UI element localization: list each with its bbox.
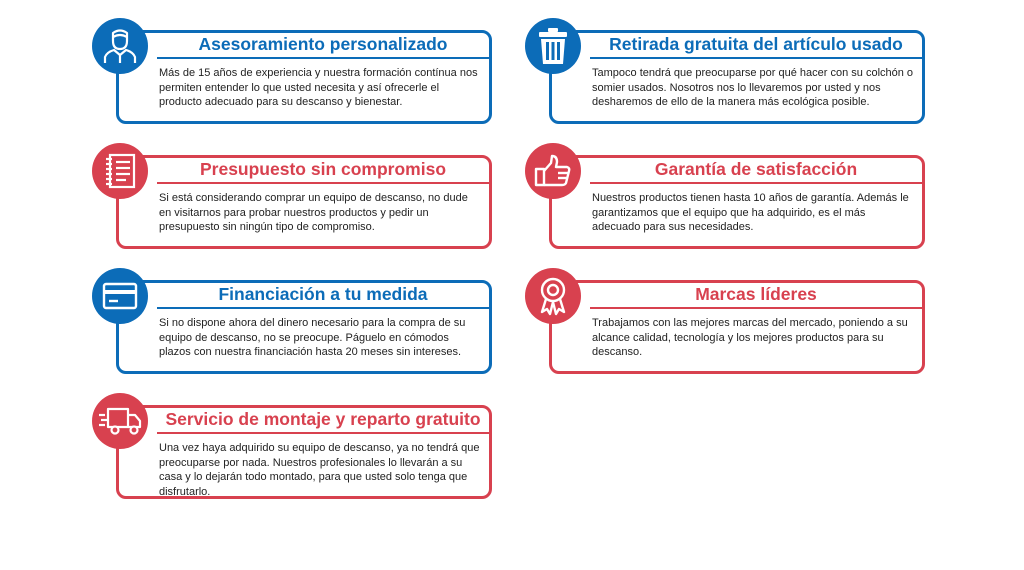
notepad-icon: [102, 152, 138, 190]
card-description: Una vez haya adquirido su equipo de desc…: [159, 442, 480, 498]
feature-card-financing: Financiación a tu medida Si no dispone a…: [92, 268, 582, 378]
card-header: Garantía de satisfacción: [590, 156, 922, 184]
card-description: Si no dispone ahora del dinero necesario…: [159, 317, 466, 358]
card-frame: [116, 155, 492, 249]
card-description: Más de 15 años de experiencia y nuestra …: [159, 67, 478, 108]
card-description: Trabajamos con las mejores marcas del me…: [592, 317, 908, 358]
advisor-person-icon: [102, 27, 138, 65]
feature-card-removal: Retirada gratuita del artículo usado Tam…: [525, 18, 1015, 128]
award-ribbon-icon: [537, 276, 569, 316]
card-header: Presupuesto sin compromiso: [157, 156, 489, 184]
card-frame: [116, 280, 492, 374]
card-title: Asesoramiento personalizado: [198, 33, 448, 54]
icon-badge: [525, 18, 581, 74]
card-header: Asesoramiento personalizado: [157, 31, 489, 59]
card-frame: [549, 155, 925, 249]
card-title: Garantía de satisfacción: [654, 158, 858, 179]
feature-card-delivery: Servicio de montaje y reparto gratuito U…: [92, 393, 582, 503]
card-title: Presupuesto sin compromiso: [199, 158, 447, 179]
trash-can-icon: [536, 27, 570, 65]
card-header: Servicio de montaje y reparto gratuito: [157, 406, 489, 434]
feature-card-quote: Presupuesto sin compromiso Si está consi…: [92, 143, 582, 253]
card-title: Retirada gratuita del artículo usado: [609, 33, 903, 54]
card-title: Financiación a tu medida: [218, 283, 428, 304]
icon-badge: [92, 268, 148, 324]
feature-card-advisory: Asesoramiento personalizado Más de 15 añ…: [92, 18, 582, 128]
credit-card-icon: [102, 282, 138, 310]
card-title: Servicio de montaje y reparto gratuito: [165, 408, 481, 429]
icon-badge: [525, 268, 581, 324]
thumbs-up-icon: [534, 154, 572, 188]
card-header: Retirada gratuita del artículo usado: [590, 31, 922, 59]
card-frame: [549, 30, 925, 124]
card-description: Nuestros productos tienen hasta 10 años …: [592, 192, 909, 233]
icon-badge: [92, 143, 148, 199]
card-frame: [549, 280, 925, 374]
feature-card-guarantee: Garantía de satisfacción Nuestros produc…: [525, 143, 1015, 253]
feature-card-brands: Marcas líderes Trabajamos con las mejore…: [525, 268, 1015, 378]
card-frame: [116, 30, 492, 124]
card-header: Financiación a tu medida: [157, 281, 489, 309]
delivery-truck-icon: [98, 406, 142, 436]
icon-badge: [92, 393, 148, 449]
card-frame: [116, 405, 492, 499]
card-description: Tampoco tendrá que preocuparse por qué h…: [592, 67, 914, 108]
card-header: Marcas líderes: [590, 281, 922, 309]
card-description: Si está considerando comprar un equipo d…: [159, 192, 468, 233]
icon-badge: [92, 18, 148, 74]
icon-badge: [525, 143, 581, 199]
card-title: Marcas líderes: [695, 283, 817, 304]
